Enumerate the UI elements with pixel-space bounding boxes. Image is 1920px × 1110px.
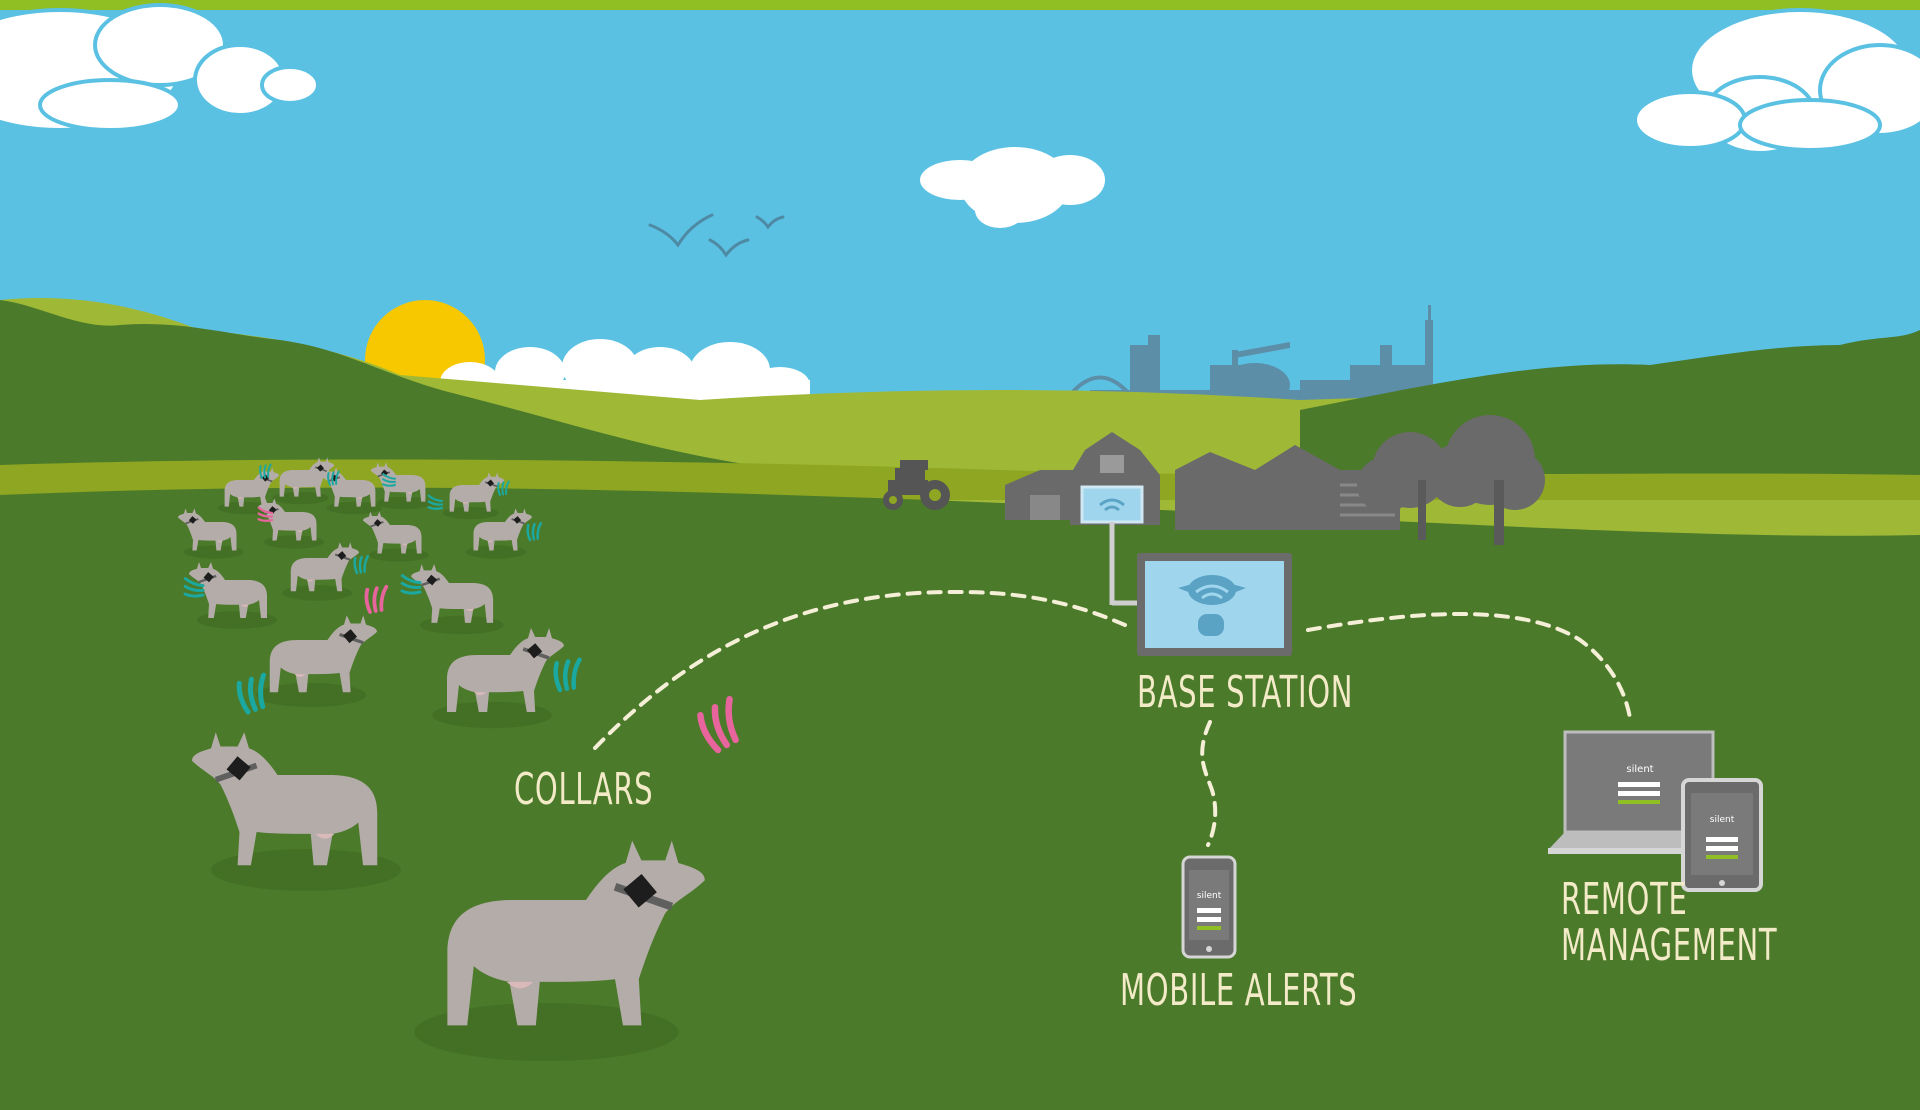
remote-label-line1: REMOTE [1561,877,1777,923]
remote-management-label: REMOTE MANAGEMENT [1561,877,1777,969]
remote-label-line2: MANAGEMENT [1561,923,1777,969]
tablet-logo-text: silent [1710,815,1735,825]
top-bar [0,0,1920,10]
tablet-device: silent [1683,780,1761,890]
mobile-alerts-label: MOBILE ALERTS [1120,968,1357,1014]
phone-logo-text: silent [1197,891,1222,901]
collars-label: COLLARS [514,767,653,813]
laptop-logo-text: silent [1626,764,1653,775]
mobile-phone-device: silent [1183,857,1235,957]
base-station-label: BASE STATION [1137,670,1353,716]
base-station-monitor [1137,553,1292,656]
